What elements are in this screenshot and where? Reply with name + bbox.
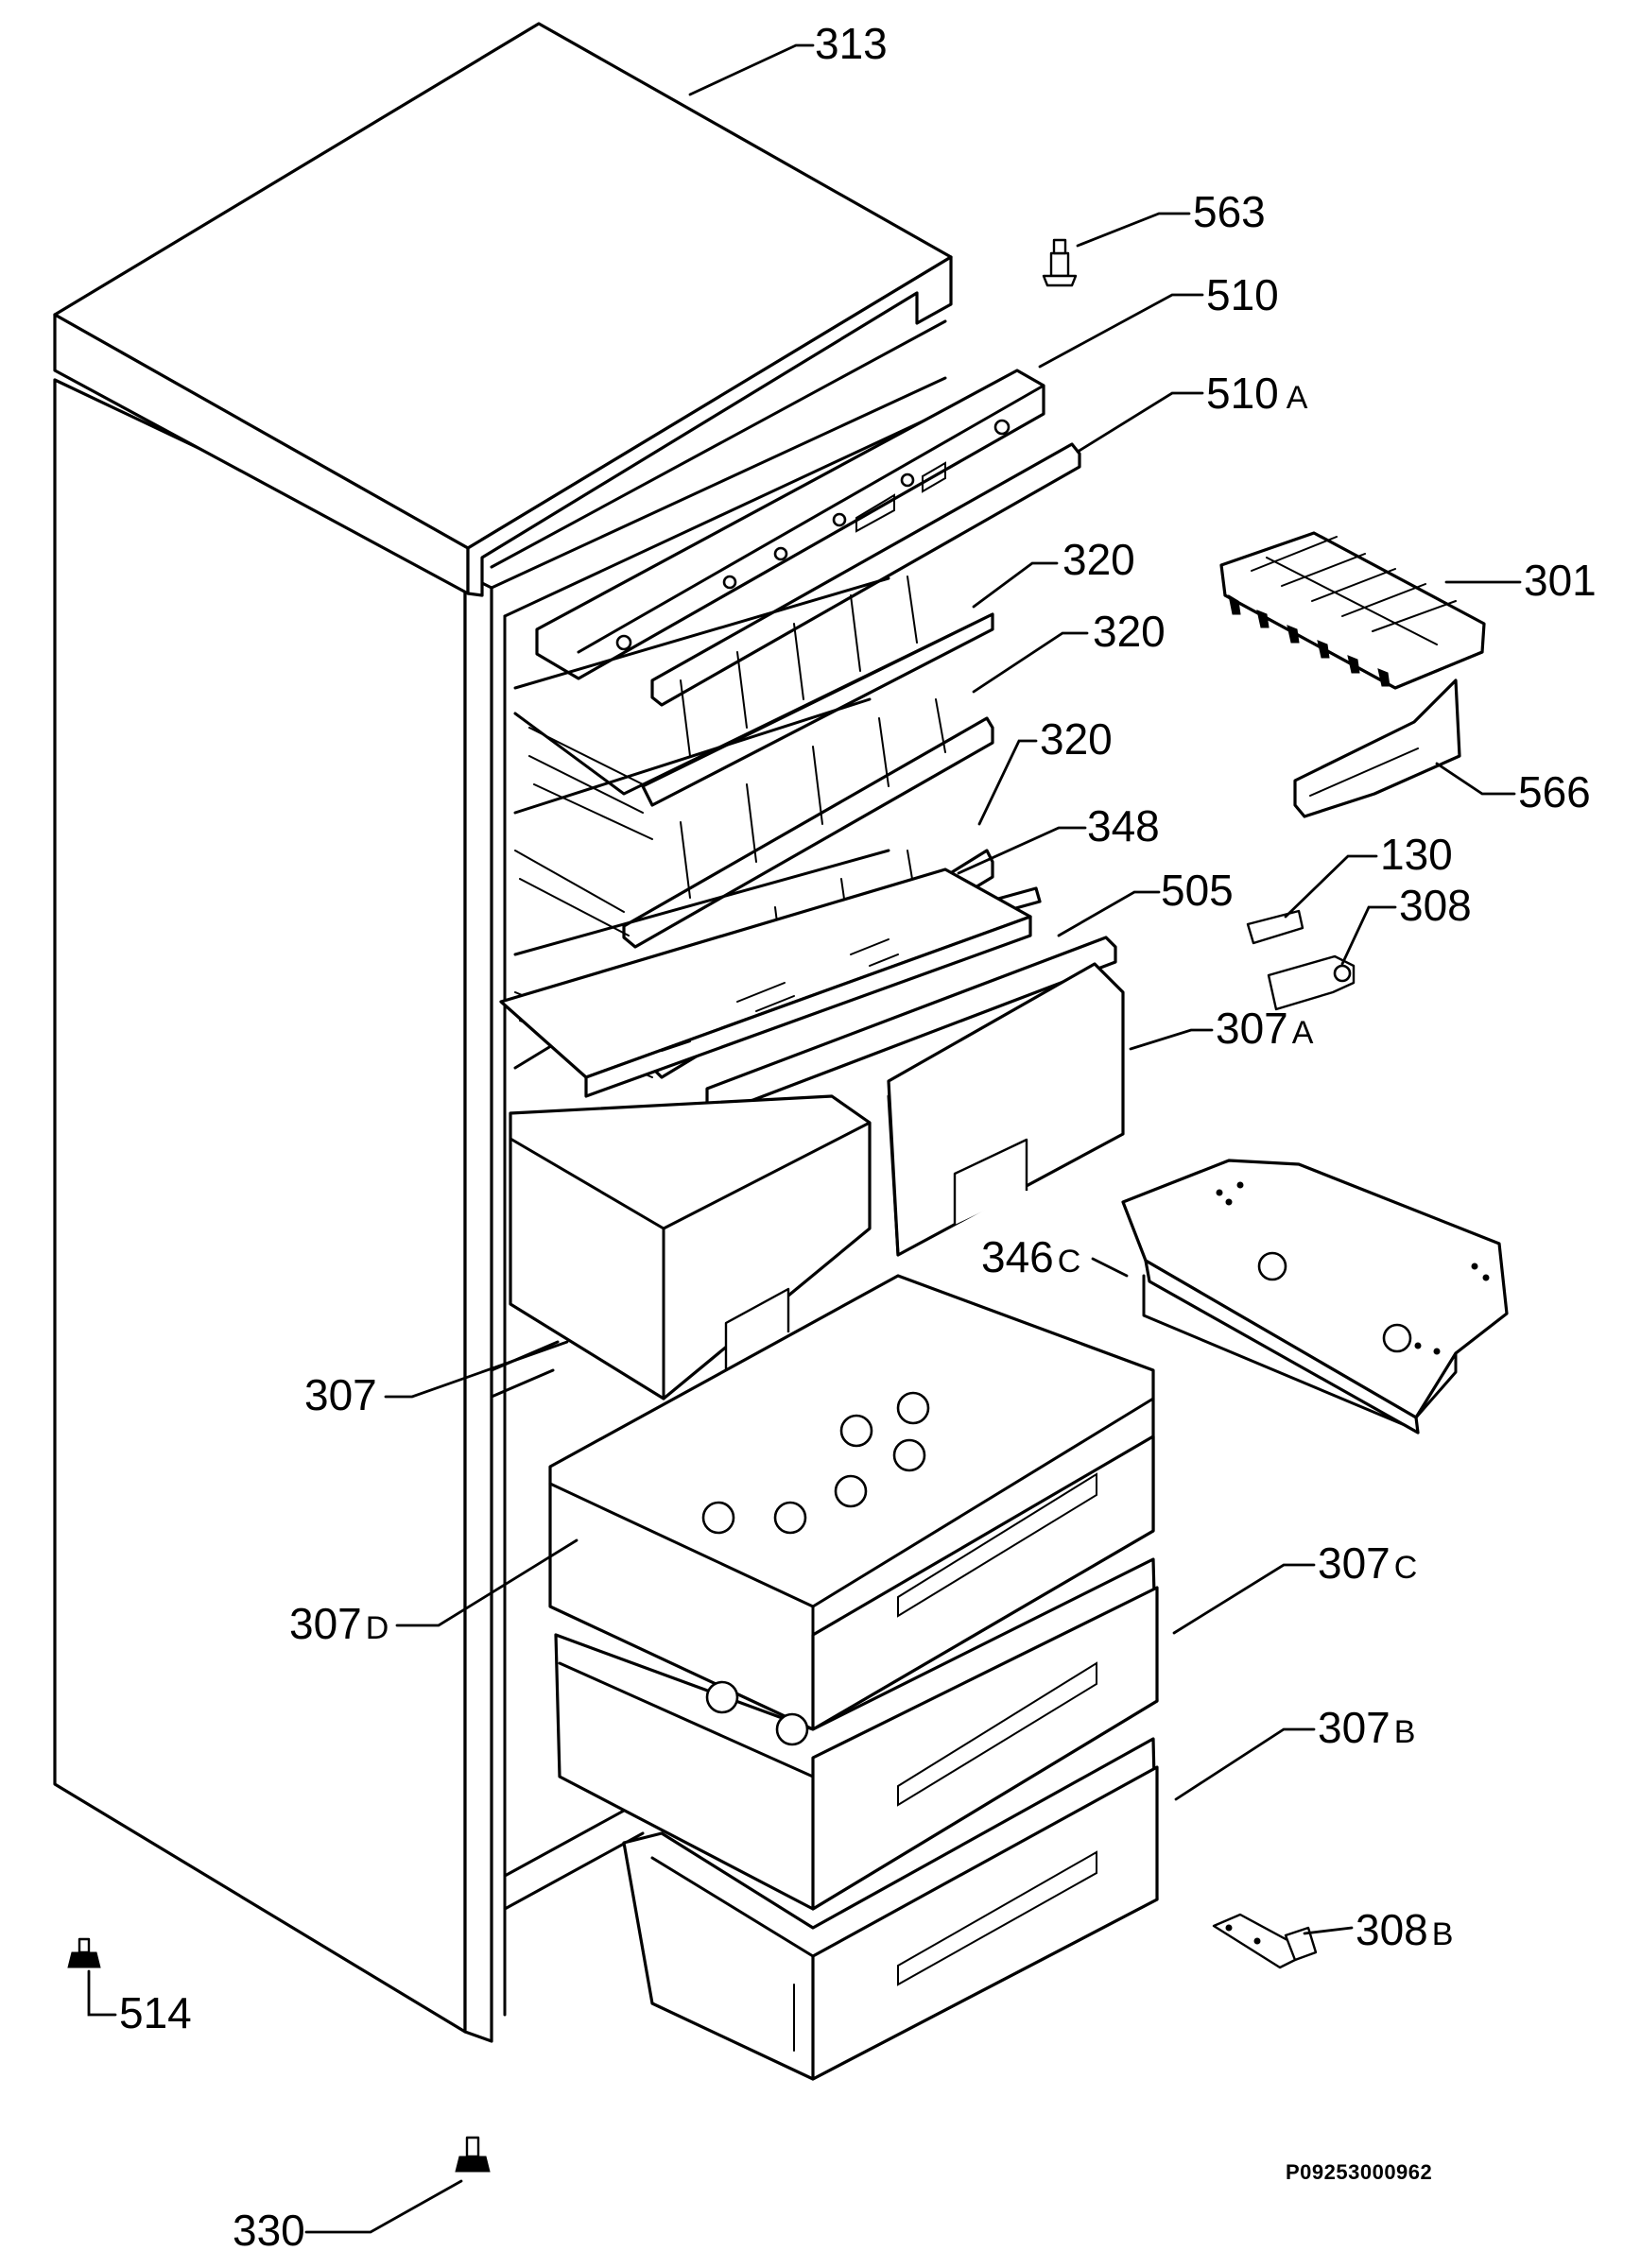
storage-tray — [1121, 1159, 1509, 1435]
control-panel — [535, 369, 1045, 680]
trim-strip — [650, 442, 1081, 707]
leader-lines — [87, 43, 1522, 2234]
callout-130: 130 — [1380, 830, 1453, 879]
adjustable-foot-rear — [67, 1937, 101, 1968]
callout-514: 514 — [119, 1988, 192, 2037]
top-cover — [53, 22, 953, 597]
callout-348: 348 — [1087, 801, 1160, 850]
drawer-cover-right — [887, 962, 1125, 1257]
lower-hinge — [1212, 1913, 1318, 1969]
glass-shelf — [499, 868, 1032, 1098]
callout-308: 308 — [1399, 881, 1472, 930]
hinge-plate — [1246, 909, 1304, 945]
callout-307: 307 — [304, 1370, 377, 1419]
callout-320-top: 320 — [1062, 535, 1135, 584]
drawer-middle — [554, 1557, 1159, 1911]
callout-330: 330 — [233, 2206, 305, 2255]
drawer-cover-left — [509, 1094, 872, 1400]
callout-505: 505 — [1161, 866, 1234, 915]
callout-320-low: 320 — [1040, 714, 1113, 764]
hinge-pin — [1042, 238, 1078, 287]
callout-320-mid: 320 — [1093, 607, 1166, 656]
ice-scraper — [1293, 679, 1461, 818]
callout-301: 301 — [1524, 556, 1597, 605]
drawer-lower — [622, 1737, 1159, 2081]
drawer-upper — [548, 1274, 1155, 1731]
callout-566: 566 — [1518, 767, 1591, 816]
adjustable-foot-front — [455, 2136, 491, 2173]
callout-563: 563 — [1193, 187, 1266, 236]
callout-313: 313 — [815, 19, 888, 68]
upper-hinge — [1267, 954, 1356, 1011]
reference-code: P09253000962 — [1286, 2160, 1432, 2184]
cabinet — [53, 376, 957, 2043]
ice-cube-tray — [1219, 531, 1486, 690]
callout-510: 510 — [1206, 270, 1279, 319]
